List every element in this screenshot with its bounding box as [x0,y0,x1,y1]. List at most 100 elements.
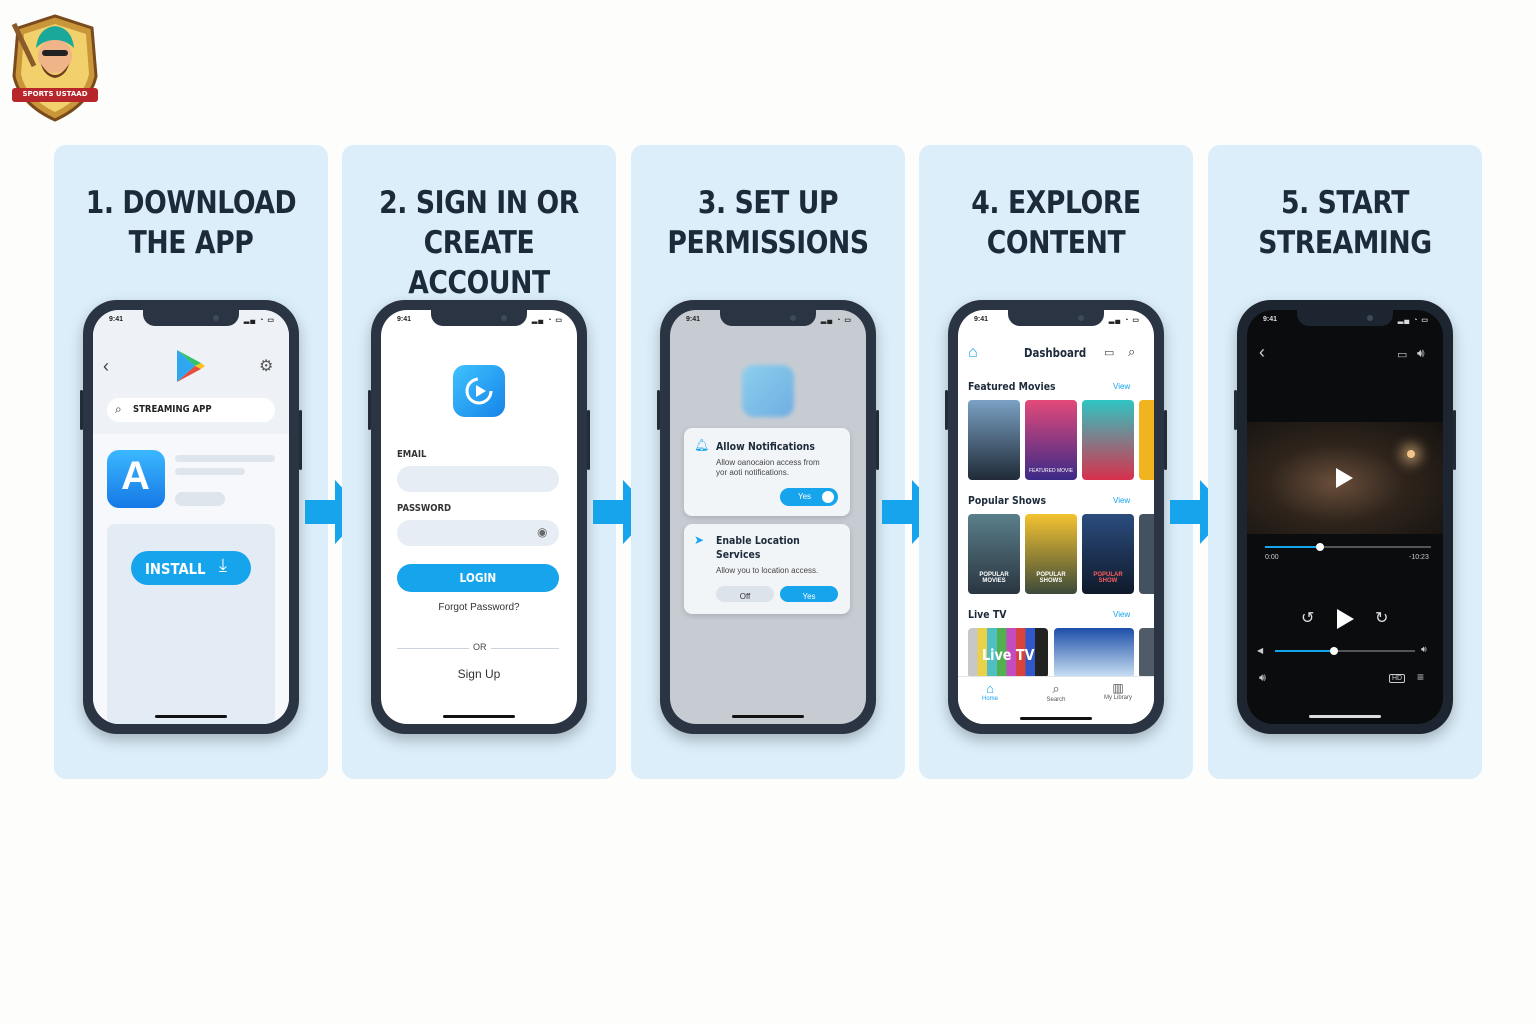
live-tv-tile[interactable] [1054,628,1134,678]
app-desc-placeholder [175,468,245,475]
signal-icons: ▂▄ ◔ ▭ [531,317,563,324]
poster-card[interactable] [1139,514,1154,594]
poster-card[interactable] [1139,400,1154,480]
hd-badge[interactable]: HD [1389,674,1406,683]
phone-mockup: 9:41▂▄ ◔ ▭ 🔔︎ Allow Notifications Allow … [657,300,879,734]
login-button[interactable]: LOGIN [397,564,559,592]
nav-library[interactable]: ▥ My Library [1094,681,1142,701]
poster-card[interactable]: POPULAR SHOW [1082,514,1134,594]
location-off-button[interactable]: Off [716,586,774,602]
status-time: 9:41 [1263,316,1278,323]
status-time: 9:41 [397,316,412,323]
play-icon[interactable] [1335,608,1355,630]
sports-ustaad-logo: SPORTS USTAAD [8,6,102,122]
logo-text: SPORTS USTAAD [22,90,88,98]
location-yes-button[interactable]: Yes [780,586,838,602]
forward-10-icon[interactable]: ↻ [1375,610,1389,627]
forgot-password-link[interactable]: Forgot Password? [438,602,520,613]
app-logo-icon [453,365,505,417]
home-icon: ⌂ [986,681,994,696]
signal-icons: ▂▄ ◔ ▭ [1397,317,1429,324]
phone-mockup: 9:41▂▄ ◔ ▭ ‹ ▭ 🔊︎ 0:00 -10:23 ↺ ↻ ◀ [1234,300,1456,734]
signal-icons: ▂▄ ◔ ▭ [820,317,852,324]
status-time: 9:41 [109,316,124,323]
dashboard-title: Dashboard [1024,346,1087,360]
rewind-10-icon[interactable]: ↺ [1301,610,1315,627]
poster-caption: POPULAR SHOWS [1036,572,1066,584]
volume-track[interactable] [1275,647,1415,655]
step-panel-streaming: 5. START STREAMING 9:41▂▄ ◔ ▭ ‹ ▭ 🔊︎ 0:0… [1208,145,1482,779]
step-panel-download: 1. DOWNLOAD THE APP 9:41 ▂▄ ◔ ▭ ‹ ⚙ ⌕ STR… [54,145,328,779]
app-logo-icon [742,365,794,417]
progress-knob[interactable] [1315,543,1324,551]
app-rating-placeholder [175,492,225,506]
home-icon[interactable]: ⌂ [968,344,978,361]
back-arrow-icon[interactable]: ‹ [1259,342,1265,362]
phone-mockup: 9:41▂▄ ◔ ▭ ⌂ Dashboard ▭ ⌕ Featured Movi… [945,300,1167,734]
search-input[interactable]: ⌕ STREAMING APP [107,398,275,422]
poster-caption: POPULAR MOVIES [979,572,1009,584]
volume-knob[interactable] [1329,647,1338,655]
cast-icon[interactable]: ▭ [1397,349,1408,361]
or-label: OR [469,642,491,652]
view-all-link[interactable]: View [1113,496,1131,505]
password-label: PASSWORD [397,503,452,514]
search-icon: ⌕ [1052,681,1060,696]
signal-icons: ▂▄ ◔ ▭ [243,317,275,324]
notifications-toggle[interactable]: Yes [780,488,838,506]
menu-icon[interactable]: ≡ [1417,670,1425,684]
nav-search[interactable]: ⌕ Search [1036,681,1076,703]
progress-fill [1265,546,1320,548]
poster-card[interactable]: FEATURED MOVIE [1025,400,1077,480]
back-arrow-icon[interactable]: ‹ [103,356,109,376]
off-label: Off [739,592,751,601]
volume-icon[interactable]: 🔊︎ [1417,346,1425,360]
cast-icon[interactable]: ▭ [1104,347,1115,359]
volume-fill [1275,650,1334,652]
live-tv-tile[interactable] [1139,628,1154,678]
live-tv-tile[interactable]: Live TV [968,628,1048,678]
view-all-link[interactable]: View [1113,382,1131,391]
bottom-nav: ⌂ Home ⌕ Search ▥ My Library [958,676,1154,724]
video-frame[interactable] [1247,422,1443,534]
location-title: Services [716,548,761,561]
poster-card[interactable] [968,400,1020,480]
step-panel-signin: 2. SIGN IN OR CREATE ACCOUNT 9:41▂▄ ◔ ▭ … [342,145,616,779]
app-name-placeholder [175,455,275,462]
settings-gear-icon[interactable]: ⚙ [259,358,274,375]
bell-icon: 🔔︎ [694,438,710,452]
location-permission-card: ➤ Enable Location Services Allow you to … [684,524,850,614]
phone-mockup: 9:41▂▄ ◔ ▭ ‹ ⚙ ⌕ STREAMING APP A [80,300,302,734]
step-title: 1. DOWNLOAD THE APP [85,185,297,261]
location-title: Enable Location [716,534,800,547]
nav-search-label: Search [1046,697,1066,703]
email-field[interactable] [397,466,559,492]
poster-card[interactable]: POPULAR MOVIES [968,514,1020,594]
play-icon[interactable] [1333,466,1355,490]
search-icon[interactable]: ⌕ [1128,344,1136,359]
volume-high-icon: 🔊︎ [1421,644,1427,654]
signup-link[interactable]: Sign Up [457,667,501,681]
poster-caption: POPULAR SHOW [1093,572,1123,584]
location-arrow-icon: ➤ [694,533,705,547]
password-field[interactable]: ◉ [397,520,559,546]
step-title: 2. SIGN IN OR CREATE ACCOUNT [379,185,579,301]
nav-home-label: Home [981,696,998,702]
email-label: EMAIL [397,449,427,460]
status-time: 9:41 [974,316,989,323]
step-panel-permissions: 3. SET UP PERMISSIONS 9:41▂▄ ◔ ▭ 🔔︎ Allo… [631,145,905,779]
progress-track[interactable] [1265,543,1431,551]
poster-card[interactable]: POPULAR SHOWS [1025,514,1077,594]
install-label: INSTALL [145,560,206,578]
play-store-icon [177,350,205,382]
popular-shows-heading: Popular Shows [968,494,1047,507]
notifications-title: Allow Notifications [716,440,815,453]
volume-icon[interactable]: 🔊︎ [1259,672,1266,684]
nav-home[interactable]: ⌂ Home [972,681,1008,702]
install-button[interactable]: INSTALL ⤓ [131,551,251,585]
search-icon: ⌕ [115,402,122,416]
live-tv-heading: Live TV [968,608,1007,621]
eye-icon[interactable]: ◉ [537,525,548,539]
poster-card[interactable] [1082,400,1134,480]
view-all-link[interactable]: View [1113,610,1131,619]
